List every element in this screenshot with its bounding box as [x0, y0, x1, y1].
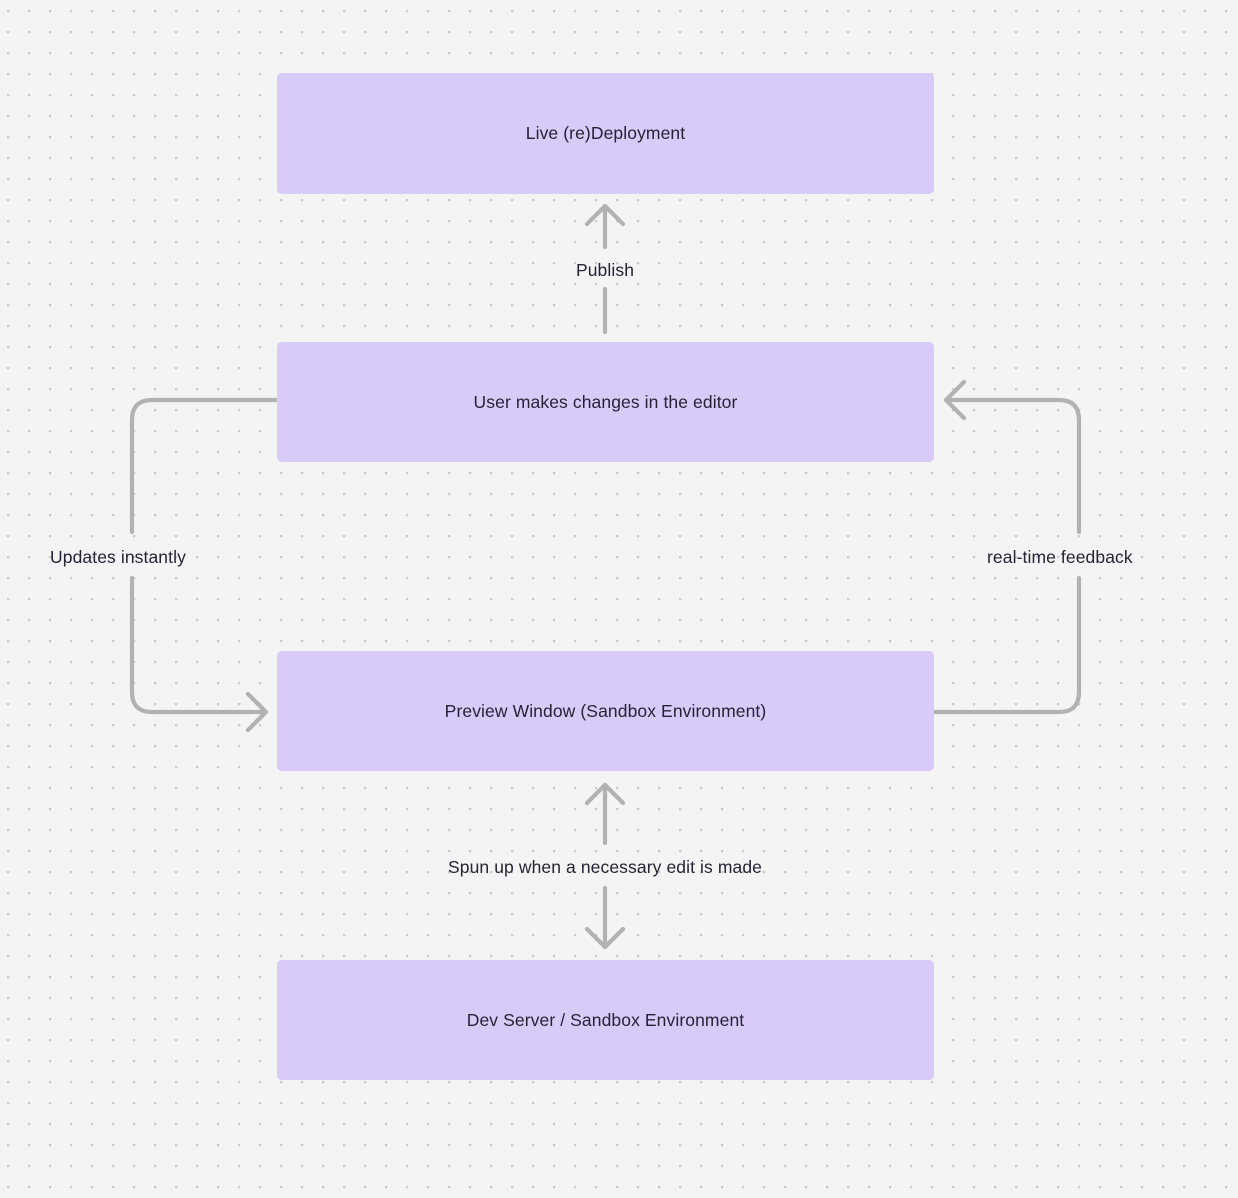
node-live-deployment-label: Live (re)Deployment [525, 123, 686, 144]
edge-feedback-arrowhead [943, 379, 967, 421]
edge-label-updates-instantly: Updates instantly [50, 547, 186, 567]
edge-feedback-path-upper [944, 397, 1082, 535]
edge-label-publish: Publish [575, 260, 635, 280]
node-dev-server-label: Dev Server / Sandbox Environment [466, 1009, 745, 1030]
edge-label-real-time-feedback: real-time feedback [987, 547, 1133, 567]
edge-label-spun-up: Spun up when a necessary edit is made [447, 857, 763, 877]
edge-updates-path-lower [129, 575, 268, 715]
edge-publish-arrowhead [584, 203, 626, 227]
node-user-edits-label: User makes changes in the editor [473, 391, 738, 412]
edge-spun-up-arrowhead-down [584, 926, 626, 950]
node-user-edits[interactable]: User makes changes in the editor [277, 342, 934, 462]
edge-feedback-path-lower [931, 575, 1082, 715]
edge-spun-up-arrowhead-up [584, 782, 626, 806]
node-preview-window-label: Preview Window (Sandbox Environment) [444, 700, 767, 721]
node-dev-server[interactable]: Dev Server / Sandbox Environment [277, 960, 934, 1080]
edge-updates-arrowhead [245, 691, 269, 733]
node-preview-window[interactable]: Preview Window (Sandbox Environment) [277, 651, 934, 771]
edge-updates-path-upper [129, 397, 280, 535]
node-live-deployment[interactable]: Live (re)Deployment [277, 73, 934, 194]
